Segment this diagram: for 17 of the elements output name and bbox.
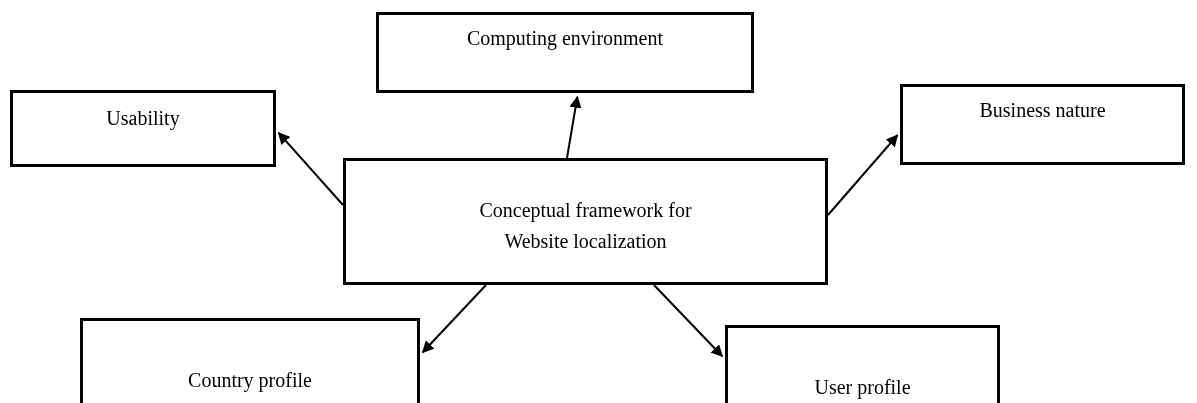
arrow — [566, 95, 582, 159]
process-box — [80, 318, 420, 403]
box-label: Business nature — [978, 98, 1107, 123]
arrow — [827, 134, 899, 216]
process-box — [10, 90, 276, 167]
process-box — [343, 158, 828, 285]
box-label: Conceptual framework for Website localization — [478, 198, 693, 254]
process-box — [900, 84, 1185, 165]
box-label: User profile — [813, 375, 912, 401]
box-label: Usability — [105, 106, 181, 132]
box-label: Computing environment — [465, 26, 665, 52]
process-box — [725, 325, 1000, 403]
arrow — [277, 131, 344, 206]
arrow — [653, 284, 724, 358]
arrow — [421, 284, 487, 354]
process-box — [376, 12, 754, 93]
box-label: Country profile — [187, 368, 313, 394]
